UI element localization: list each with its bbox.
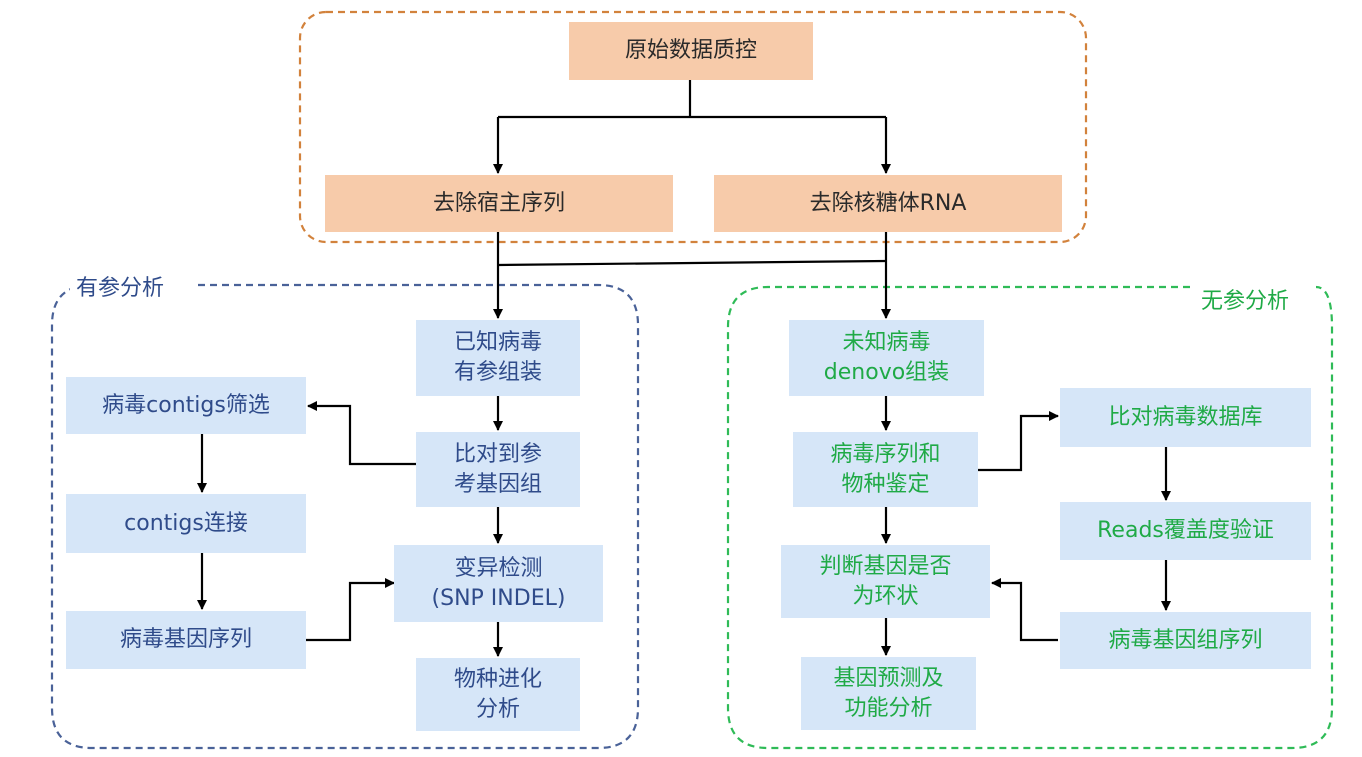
node-qc: 原始数据质控: [569, 22, 813, 80]
node-align-db: 比对病毒数据库: [1060, 388, 1311, 447]
arrow-genome-to-circular: [991, 578, 1058, 642]
node-species-evolution: 物种进化 分析: [416, 658, 580, 731]
right-region-label: 无参分析: [1195, 283, 1296, 315]
merge-line: [497, 259, 887, 267]
node-remove-host: 去除宿主序列: [325, 175, 673, 232]
node-species-id: 病毒序列和 物种鉴定: [793, 432, 978, 507]
right-region-border: [726, 285, 1334, 750]
node-denovo-assembly: 未知病毒 denovo组装: [789, 320, 984, 396]
arrow-species-to-align-db: [978, 411, 1059, 472]
arrow-gene-seq-to-variant: [306, 578, 395, 642]
top-region-border: [298, 10, 1088, 244]
node-reads-coverage: Reads覆盖度验证: [1060, 502, 1311, 560]
node-align-ref: 比对到参 考基因组: [416, 432, 580, 507]
arrow-align-to-contig-filter: [307, 401, 416, 466]
node-known-assembly: 已知病毒 有参组装: [416, 320, 580, 396]
node-variant-detect: 变异检测 (SNP INDEL): [394, 545, 603, 622]
left-region-border: [50, 283, 640, 750]
node-circular-check: 判断基因是否 为环状: [781, 545, 990, 618]
node-viral-gene-seq: 病毒基因序列: [66, 611, 306, 669]
node-gene-prediction: 基因预测及 功能分析: [801, 657, 976, 730]
left-region-label: 有参分析: [70, 270, 171, 302]
node-contig-filter: 病毒contigs筛选: [66, 377, 306, 434]
node-contig-join: contigs连接: [66, 494, 306, 553]
node-remove-rrna: 去除核糖体RNA: [714, 175, 1062, 232]
node-genome-seq: 病毒基因组序列: [1060, 612, 1311, 669]
